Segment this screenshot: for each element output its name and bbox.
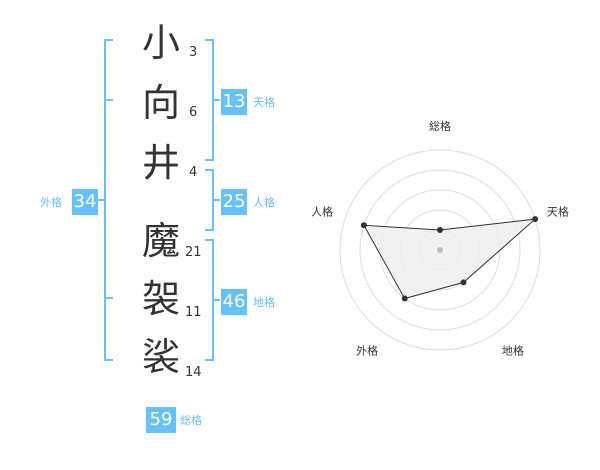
name-char-6: 裟: [142, 335, 181, 379]
radar-axis-label-5: 人格: [311, 205, 333, 219]
radar-point-2: [532, 216, 539, 223]
soukaku-badge: 59: [146, 407, 176, 433]
radar-point-5: [360, 222, 367, 229]
radar-area: [363, 218, 537, 300]
radar-axis-label-3: 地格: [502, 343, 524, 357]
name-char-5: 袈: [142, 277, 181, 321]
radar-point-4: [401, 295, 408, 302]
stroke-count-5: 11: [185, 305, 202, 320]
stroke-count-4: 21: [185, 245, 202, 260]
chikaku-label: 地格: [253, 296, 275, 309]
radar-center-dot: [437, 247, 443, 253]
gaikaku-label: 外格: [40, 196, 62, 209]
radar-point-3: [460, 279, 467, 286]
name-char-3: 井: [142, 141, 181, 185]
stroke-count-3: 4: [189, 165, 198, 180]
name-char-2: 向: [142, 81, 181, 125]
jinkaku-label: 人格: [253, 196, 275, 209]
tenkaku-label: 天格: [253, 96, 275, 109]
name-char-1: 小: [142, 21, 181, 65]
radar-axis-label-1: 総格: [429, 119, 451, 133]
radar-axis-label-4: 外格: [356, 343, 378, 357]
stroke-count-1: 3: [189, 45, 198, 60]
jinkaku-badge: 25: [221, 189, 247, 215]
radar-ring: [359, 169, 521, 331]
stroke-count-2: 6: [189, 105, 198, 120]
name-char-4: 魔: [142, 219, 181, 263]
radar-ring: [339, 149, 541, 351]
chikaku-badge: 46: [221, 289, 247, 315]
radar-axis-label-2: 天格: [547, 205, 569, 219]
tenkaku-badge: 13: [221, 89, 247, 115]
gaikaku-badge: 34: [72, 189, 98, 215]
soukaku-label: 総格: [180, 414, 202, 427]
stroke-count-6: 14: [185, 365, 202, 380]
radar-point-1: [437, 227, 443, 233]
